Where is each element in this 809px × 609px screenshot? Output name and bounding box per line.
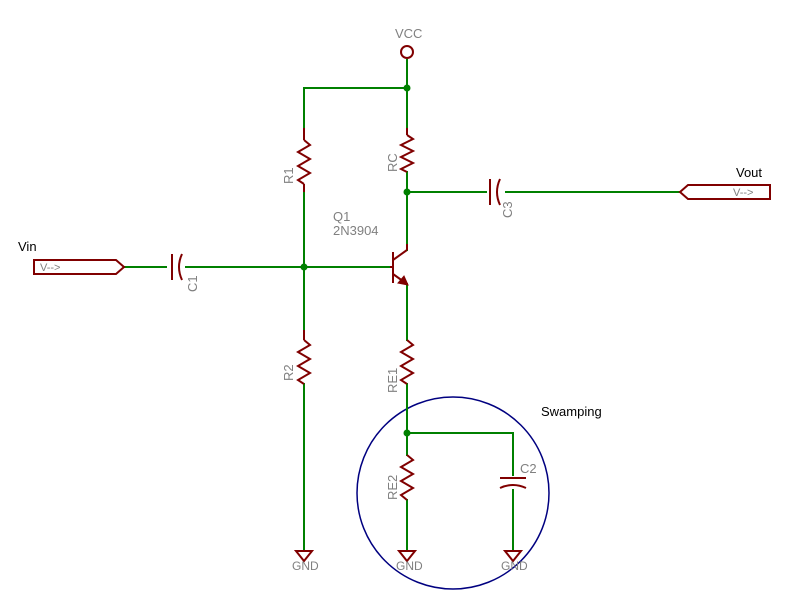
junctions [300,84,411,437]
capacitor-c1[interactable]: C1 [171,253,200,292]
resistor-rc-label: RC [385,153,400,172]
capacitor-c2-label: C2 [520,461,537,476]
ground-label: GND [396,559,423,573]
junction-dot [403,84,411,92]
capacitor-c3-label: C3 [500,201,515,218]
junction-dot [300,263,308,271]
output-port-vout[interactable]: Vout V--> [678,165,771,200]
vcc-label: VCC [395,26,422,41]
vcc-terminal [400,45,414,59]
junction-dot [403,188,411,196]
swamping-label: Swamping [541,404,602,419]
resistor-re1[interactable]: RE1 [385,339,415,393]
resistor-re1-label: RE1 [385,368,400,393]
ground-label: GND [292,559,319,573]
vin-arrow-text: V--> [40,262,60,274]
capacitor-c2[interactable]: C2 [499,461,537,489]
junction-dot [403,429,411,437]
vcc-supply[interactable]: VCC [395,26,422,59]
emitter-arrow [397,275,409,286]
resistor-r2[interactable]: R2 [281,330,312,385]
wires [123,59,681,552]
transistor-q1[interactable]: Q1 2N3904 [333,209,409,286]
resistor-rc[interactable]: RC [385,128,416,173]
ground-c2[interactable]: GND [501,550,528,573]
ground-label: GND [501,559,528,573]
swamping-circle [356,396,550,590]
transistor-name: Q1 [333,209,350,224]
vout-arrow-text: V--> [733,187,753,199]
ground-r2[interactable]: GND [292,550,319,573]
resistor-r2-label: R2 [281,364,296,381]
vout-label: Vout [736,165,762,180]
capacitor-c1-label: C1 [185,275,200,292]
resistor-r1-label: R1 [281,167,296,184]
vin-label: Vin [18,239,37,254]
resistor-r1[interactable]: R1 [281,128,312,192]
capacitor-c3[interactable]: C3 [489,178,515,218]
resistor-re2[interactable]: RE2 [385,454,415,501]
input-port-vin[interactable]: Vin V--> [18,239,126,275]
resistor-re2-label: RE2 [385,475,400,500]
ground-re2[interactable]: GND [396,550,423,573]
transistor-model: 2N3904 [333,223,379,238]
